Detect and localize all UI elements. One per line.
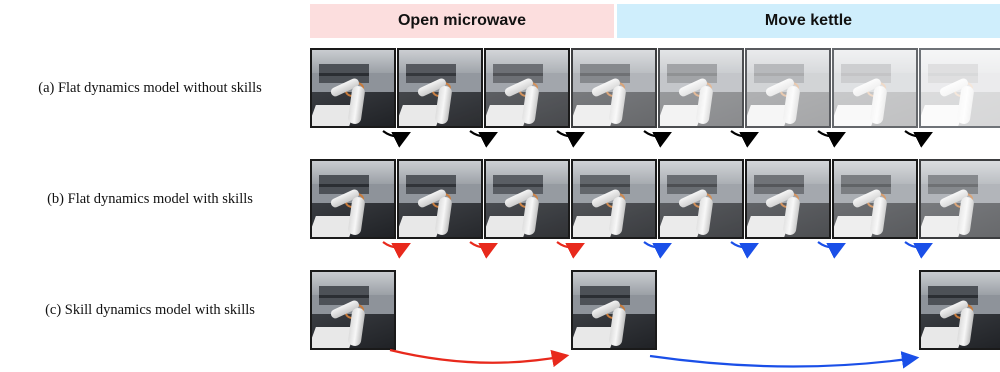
- frame-row-a-7: [832, 48, 918, 128]
- skill-header-move-kettle: Move kettle: [617, 4, 1000, 38]
- frame-row-a-1: [310, 48, 396, 128]
- arrow-row-a-7: [904, 130, 933, 148]
- arrow-row-b-5: [730, 241, 759, 259]
- arrow-row-b-1: [382, 241, 411, 259]
- arrow-row-b-4: [643, 241, 672, 259]
- arrow-row-a-5: [730, 130, 759, 148]
- arrow-row-a-2: [469, 130, 498, 148]
- skill-header-move-kettle-label: Move kettle: [764, 12, 853, 29]
- frame-row-b-3: [484, 159, 570, 239]
- frame-row-b-7: [832, 159, 918, 239]
- row-label-a: (a) Flat dynamics model without skills: [38, 80, 262, 96]
- arrow-row-a-4: [643, 130, 672, 148]
- frame-row-b-4: [571, 159, 657, 239]
- skill-header-open-microwave: Open microwave: [310, 4, 614, 38]
- frame-row-b-1: [310, 159, 396, 239]
- arrow-row-a-3: [556, 130, 585, 148]
- frame-row-a-6: [745, 48, 831, 128]
- frame-row-b-5: [658, 159, 744, 239]
- frame-row-a-4: [571, 48, 657, 128]
- arrow-row-c-move-kettle: [649, 351, 920, 369]
- frame-row-b-8: [919, 159, 1000, 239]
- frame-row-a-5: [658, 48, 744, 128]
- arrow-row-a-6: [817, 130, 846, 148]
- row-label-c: (c) Skill dynamics model with skills: [45, 302, 255, 318]
- frame-row-b-2: [397, 159, 483, 239]
- frame-row-a-8: [919, 48, 1000, 128]
- arrow-row-b-2: [469, 241, 498, 259]
- arrow-row-c-open-microwave: [389, 348, 570, 368]
- skill-header-open-microwave-label: Open microwave: [397, 12, 527, 29]
- row-label-b: (b) Flat dynamics model with skills: [47, 191, 253, 207]
- arrow-row-b-6: [817, 241, 846, 259]
- arrow-row-b-3: [556, 241, 585, 259]
- frame-row-a-2: [397, 48, 483, 128]
- frame-row-b-6: [745, 159, 831, 239]
- frame-row-c-2: [571, 270, 657, 350]
- frame-row-a-3: [484, 48, 570, 128]
- arrow-row-a-1: [382, 130, 411, 148]
- frame-row-c-1: [310, 270, 396, 350]
- frame-row-c-3: [919, 270, 1000, 350]
- arrow-row-b-7: [904, 241, 933, 259]
